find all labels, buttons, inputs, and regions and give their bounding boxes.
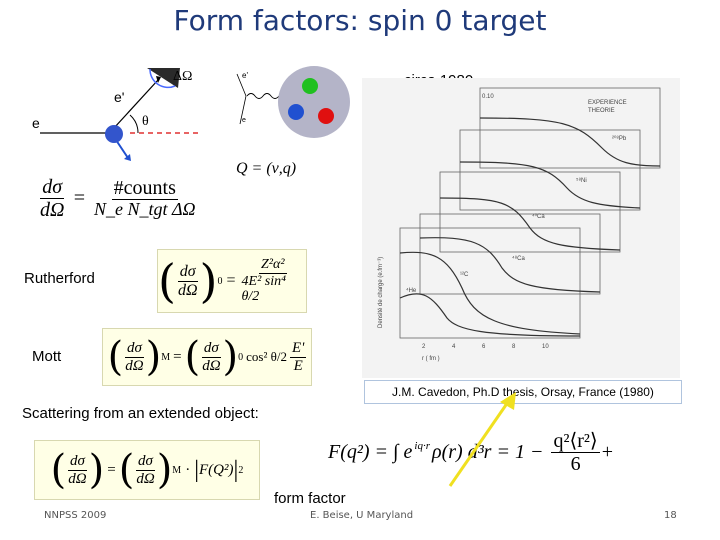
nucleus-circle [278,66,350,138]
form-factor-label: form factor [274,490,346,507]
target-nucleus [105,125,123,143]
extended-object-label: Scattering from an extended object: [22,405,259,422]
inset-eprime-label: e' [242,71,248,80]
scattered-label: e' [114,89,124,105]
svg-text:4: 4 [452,344,456,350]
graph-xlabel: r ( fm ) [422,356,440,362]
svg-text:8: 8 [512,344,516,350]
slide-title: Form factors: spin 0 target [173,4,547,37]
pointer-arrow [448,392,516,487]
curve-label-ca40: ⁴⁰Ca [532,213,545,220]
beam-label: e [32,115,40,131]
inset-e-label: e [242,117,246,124]
footer-left: NNPSS 2009 [44,510,107,521]
angle-label: θ [142,114,149,129]
legend-theorie: THEORIE [588,108,615,114]
citation: J.M. Cavedon, Ph.D thesis, Orsay, France… [364,380,682,404]
red-quark [318,108,334,124]
charge-density-figure: EXPERIENCE THEORIE ²⁰⁸Pb ⁵⁸Ni ⁴⁰Ca ⁴⁸Ca … [362,78,680,378]
svg-text:10: 10 [542,344,549,350]
curve-label-ca48: ⁴⁸Ca [512,255,525,262]
curve-label-c: ¹²C [460,272,469,278]
scattered-electron [113,79,159,129]
curve-label-he: ⁴He [406,287,417,294]
curve-label-pb: ²⁰⁸Pb [612,135,627,142]
mott-label: Mott [32,348,62,365]
rutherford-label: Rutherford [24,270,95,287]
svg-text:6: 6 [482,344,486,350]
blue-quark [288,104,304,120]
solid-angle-label: ΔΩ [173,69,192,84]
charge-density-plot: EXPERIENCE THEORIE ²⁰⁸Pb ⁵⁸Ni ⁴⁰Ca ⁴⁸Ca … [378,87,661,362]
page-number: 18 [664,510,677,521]
q-definition: Q = (ν,q) [236,160,297,177]
nucleus-inset: e' e [236,66,350,138]
footer-center: E. Beise, U Maryland [310,510,414,521]
detector-icon [147,68,180,88]
curve-label-ni: ⁵⁸Ni [576,177,587,184]
graph-ylabel: Densité de charge (e.fm⁻³) [378,257,384,328]
legend-experience: EXPERIENCE [588,100,627,106]
scattering-diagram: e e' θ ΔΩ [32,68,200,161]
top-tick: 0.10 [482,94,494,100]
svg-text:2: 2 [422,344,426,350]
green-quark [302,78,318,94]
